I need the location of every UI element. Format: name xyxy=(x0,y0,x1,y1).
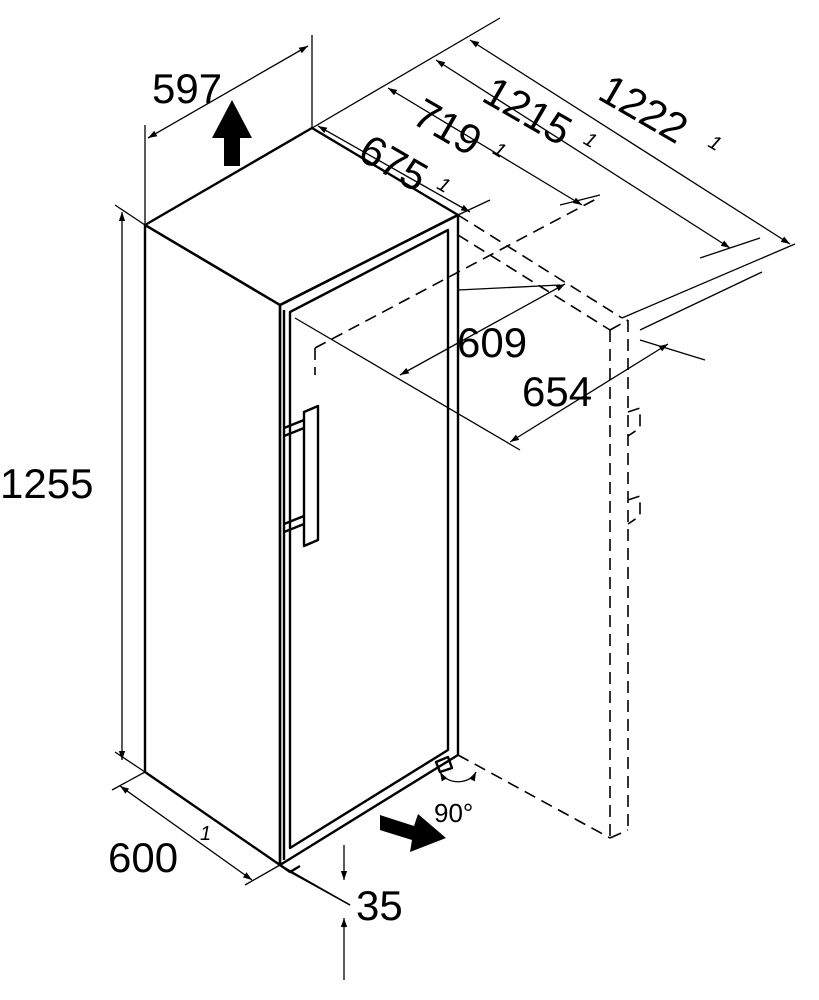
door-angle-arc xyxy=(439,771,477,783)
door-top-link xyxy=(609,319,629,331)
cabinet-front-face xyxy=(278,213,460,867)
cabinet-body xyxy=(143,126,460,874)
door-swing-outline xyxy=(314,197,641,839)
door-bottom-link xyxy=(609,829,629,839)
cabinet-side-face xyxy=(143,223,282,867)
dim-note-600: 1 xyxy=(200,823,211,845)
door-open-top-edge xyxy=(457,214,623,319)
top-clearance-arrow-icon xyxy=(212,100,252,166)
dim-label-597: 597 xyxy=(152,65,222,112)
door-angle-label: 90° xyxy=(434,798,473,828)
dim-label-609: 609 xyxy=(457,319,527,366)
dimension-lines xyxy=(111,17,796,980)
dim-label-600: 600 xyxy=(108,834,178,881)
dim-line-597 xyxy=(147,45,309,139)
dim-label-1255: 1255 xyxy=(0,460,93,507)
door-hinge xyxy=(434,755,454,774)
dim-note-1222: 1 xyxy=(704,131,725,156)
dim-line-1222 xyxy=(469,39,791,245)
dim-label-1222: 1222 xyxy=(592,65,696,152)
front-air-intake-arrow-icon xyxy=(380,814,446,852)
dim-line-654 xyxy=(509,343,669,443)
dim-note-1215: 1 xyxy=(580,128,601,153)
open-door-handle xyxy=(627,406,641,525)
dim-line-609 xyxy=(399,283,566,376)
door-handle xyxy=(283,404,320,548)
door-panel xyxy=(288,228,450,850)
dim-note-675: 1 xyxy=(433,173,454,198)
dim-label-654: 654 xyxy=(522,368,592,415)
dim-line-1215 xyxy=(435,59,731,249)
door-open-bottom-edge xyxy=(457,754,611,839)
dim-line-600 xyxy=(119,785,253,881)
dimension-labels: 597 675 1 719 1 1215 1 1222 1 609 654 12… xyxy=(0,65,725,929)
door-open-lower-edge xyxy=(457,234,611,331)
dim-label-35: 35 xyxy=(356,882,403,929)
